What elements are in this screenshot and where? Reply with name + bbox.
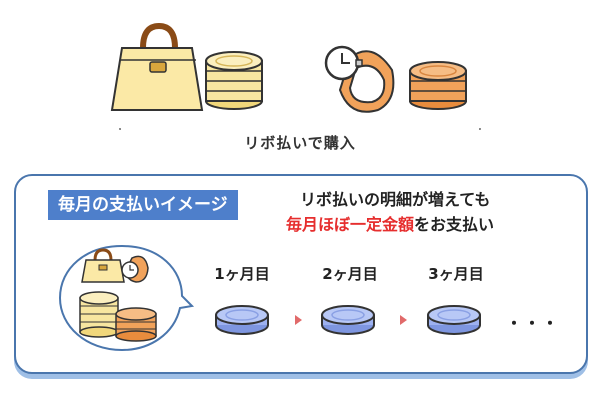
bag-icon <box>81 248 125 283</box>
highlight-text: 毎月ほぼ一定金額 <box>286 215 415 234</box>
watch-icon <box>324 45 395 113</box>
coin-stack-icon <box>79 291 119 338</box>
coin-stack-icon <box>115 307 157 342</box>
purchase-illustration <box>0 0 600 130</box>
arrow-icon <box>295 315 302 325</box>
coin-stack-icon <box>205 51 263 110</box>
month-label-1: 1ヶ月目 <box>214 265 270 283</box>
coin-stack-icon <box>409 61 467 110</box>
panel-title-tag: 毎月の支払いイメージ <box>48 190 238 220</box>
panel-description-line1: リボ払いの明細が増えても <box>300 190 491 209</box>
description-rest-text: をお支払い <box>414 215 495 234</box>
purchase-label: リボ払いで購入 <box>244 134 356 152</box>
coin-icon <box>321 305 375 335</box>
coin-icon <box>215 305 269 335</box>
monthly-coins <box>200 295 500 345</box>
watch-icon <box>121 255 149 283</box>
month-label-3: 3ヶ月目 <box>428 265 484 283</box>
month-label-2: 2ヶ月目 <box>322 265 378 283</box>
ellipsis-text: ・・・ <box>506 314 561 333</box>
panel-description-line2: 毎月ほぼ一定金額をお支払い <box>286 211 494 235</box>
bag-icon <box>110 22 204 111</box>
items-speech-bubble <box>50 238 200 358</box>
arrow-icon <box>400 315 407 325</box>
coin-icon <box>427 305 481 335</box>
